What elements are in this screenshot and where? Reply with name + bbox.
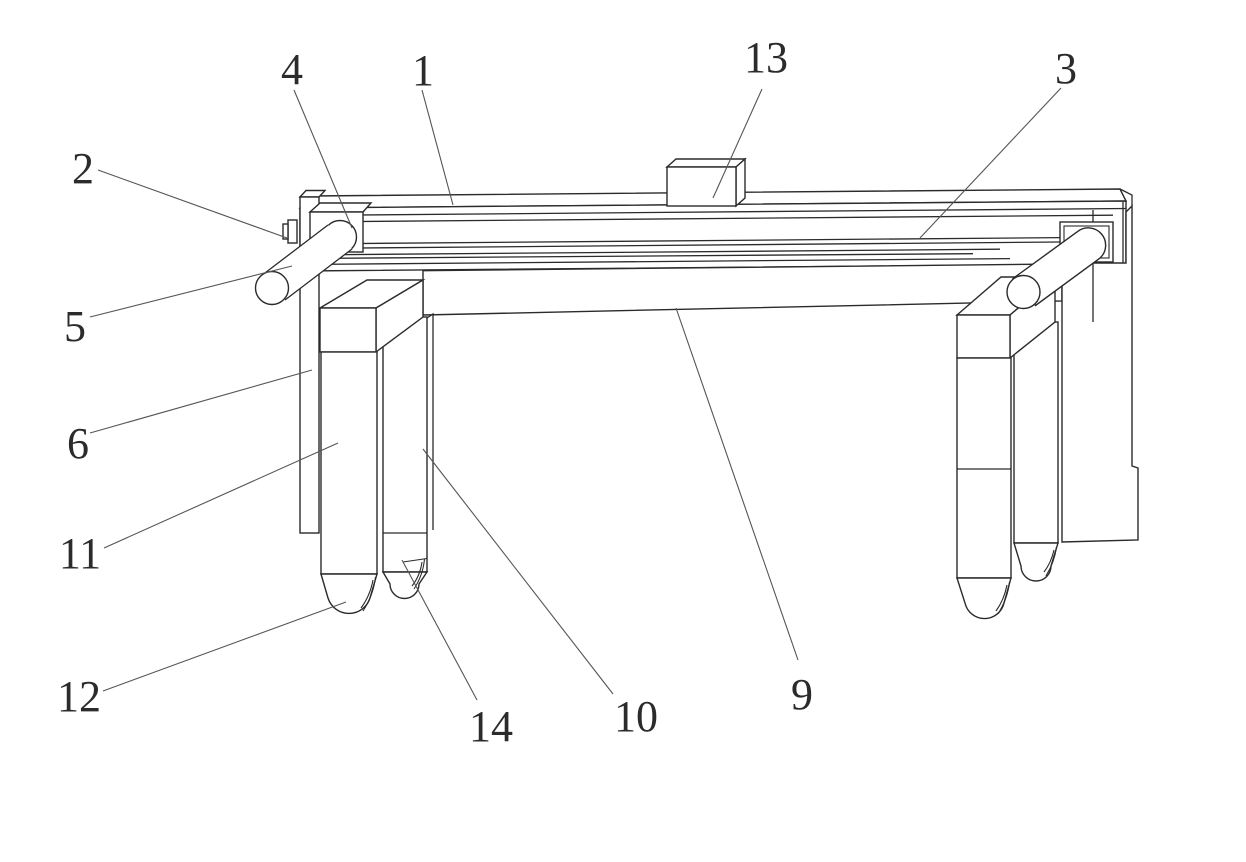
leader-line-10 bbox=[422, 448, 614, 695]
part-label-6: 6 bbox=[67, 419, 89, 468]
left-handle-top-edge bbox=[260, 224, 329, 277]
right-tip-sleeve-line-1 bbox=[995, 584, 1008, 612]
right-inner-column bbox=[1013, 321, 1059, 544]
left-inner-column-tip bbox=[381, 571, 429, 600]
beam-rail-line-g bbox=[299, 257, 1011, 266]
left-inner-tip-sleeve-line-1 bbox=[411, 561, 423, 587]
left-inner-column bbox=[382, 316, 428, 573]
top-box-front-face bbox=[666, 166, 737, 207]
left-inner-tip-sleeve-top bbox=[402, 557, 428, 563]
top-box bbox=[665, 157, 747, 208]
right-panel-face bbox=[1061, 204, 1139, 543]
beam-rail-line-e bbox=[299, 248, 1001, 256]
right-front-column bbox=[956, 357, 1012, 579]
right-inner-tip-sleeve-line-2 bbox=[1045, 546, 1058, 577]
beam-rail-line-f bbox=[299, 253, 974, 260]
leader-line-12 bbox=[102, 601, 347, 692]
right-leg bbox=[955, 227, 1107, 620]
part-label-5: 5 bbox=[64, 302, 86, 351]
right-tip-sleeve-line-2 bbox=[997, 581, 1011, 615]
part-label-14: 14 bbox=[469, 702, 513, 751]
slide-rod-top-edge bbox=[301, 236, 1061, 245]
left-front-column bbox=[320, 351, 378, 575]
left-handle-bottom-edge bbox=[284, 248, 353, 301]
leader-line-14 bbox=[401, 559, 478, 701]
left-leg bbox=[317, 278, 434, 615]
part-label-4: 4 bbox=[281, 45, 303, 94]
part-label-10: 10 bbox=[614, 692, 658, 741]
part-label-9: 9 bbox=[791, 670, 813, 719]
right-block-front-face bbox=[956, 314, 1011, 359]
left-inner-column-side-edge bbox=[426, 312, 434, 530]
clamp-block-top-face bbox=[308, 202, 373, 213]
leader-line-13 bbox=[712, 88, 763, 199]
leader-line-9 bbox=[675, 307, 799, 661]
top-box-top-face bbox=[665, 158, 747, 168]
leader-line-11 bbox=[103, 442, 339, 549]
left-tip-sleeve-line-2 bbox=[362, 576, 377, 612]
part-label-2: 2 bbox=[72, 144, 94, 193]
bolt-head bbox=[282, 223, 289, 240]
leader-line-2 bbox=[97, 169, 288, 239]
left-block-front-face bbox=[319, 307, 377, 353]
beam-rail-line-b bbox=[299, 214, 1114, 223]
beam-rail-line-a bbox=[299, 207, 1127, 217]
beam-corner-edge bbox=[1119, 188, 1133, 206]
left-inner-tip-sleeve-line-2 bbox=[413, 558, 426, 590]
leader-line-6 bbox=[89, 369, 313, 434]
leader-line-4 bbox=[293, 89, 353, 229]
part-label-13: 13 bbox=[744, 33, 788, 82]
left-bracket-assembly bbox=[254, 189, 373, 534]
top-box-side-face bbox=[735, 157, 746, 208]
left-tip-sleeve-line-1 bbox=[360, 579, 374, 609]
part-label-12: 12 bbox=[57, 672, 101, 721]
leader-line-1 bbox=[421, 89, 454, 206]
leader-line-3 bbox=[919, 87, 1062, 239]
part-label-3: 3 bbox=[1055, 44, 1077, 93]
right-inner-column-tip bbox=[1013, 542, 1059, 582]
right-handle-end bbox=[1006, 274, 1041, 310]
slide-rod-bottom-edge bbox=[301, 241, 1061, 250]
right-inner-tip-sleeve-line-1 bbox=[1043, 549, 1055, 573]
part-label-1: 1 bbox=[412, 46, 434, 95]
left-handle-end bbox=[254, 270, 290, 306]
bolt-flange bbox=[287, 219, 298, 244]
leader-line-5 bbox=[89, 265, 293, 318]
part-label-11: 11 bbox=[59, 529, 101, 578]
